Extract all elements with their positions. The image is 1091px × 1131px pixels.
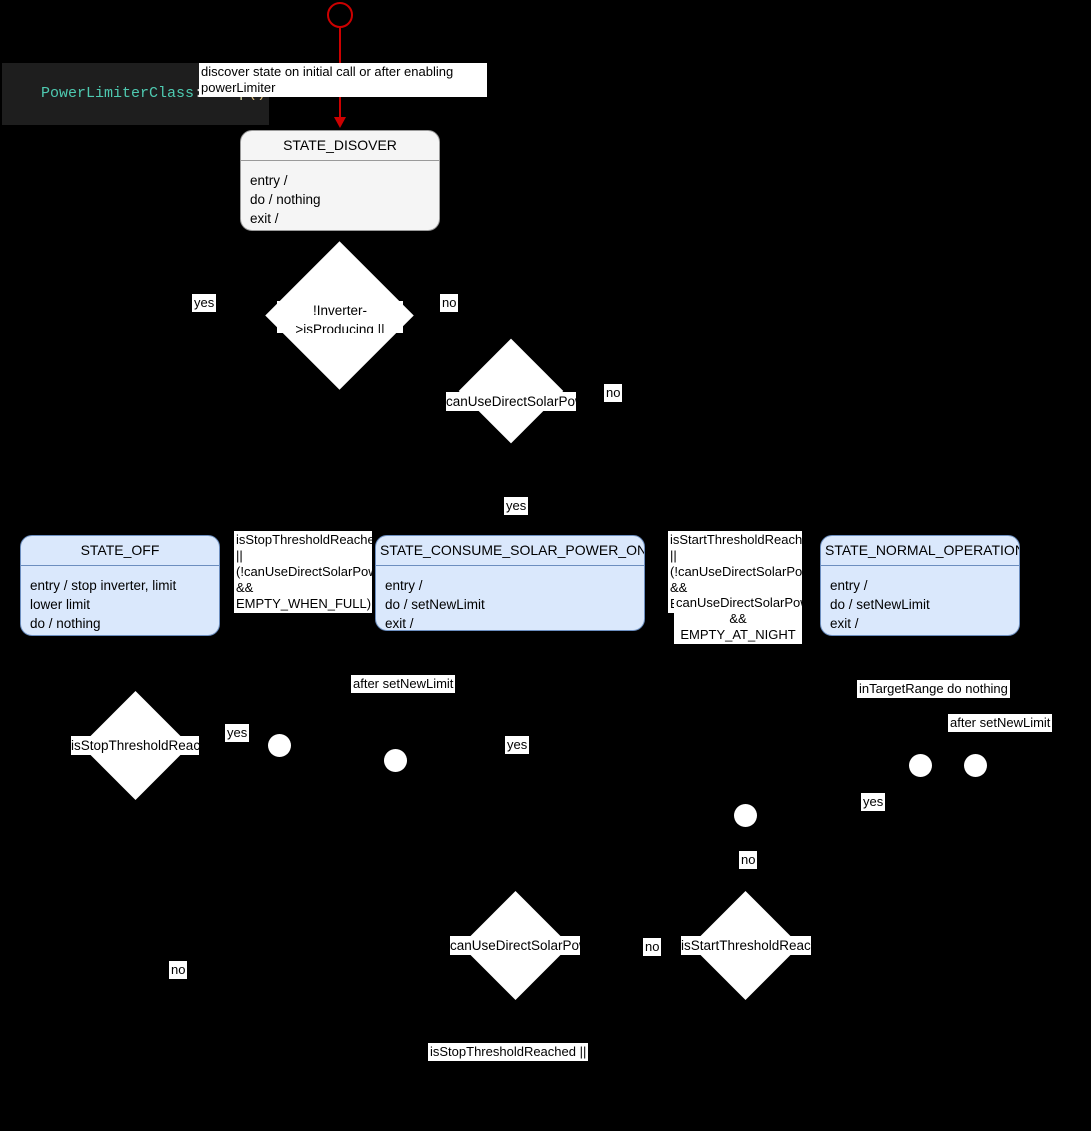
decision-label-4: canUseDirectSolarPower bbox=[450, 936, 580, 955]
edge-label-d5-no-top: no bbox=[739, 851, 758, 869]
start-node bbox=[327, 2, 353, 28]
state-body-state-normal-operation: entry / do / setNewLimit exit / bbox=[830, 578, 930, 631]
state-title-state-disover: STATE_DISOVER bbox=[241, 131, 439, 161]
decision-diamond-2 bbox=[458, 338, 564, 444]
state-title-state-off: STATE_OFF bbox=[21, 536, 219, 566]
edge-label-after-setnewlimit-2: after setNewLimit bbox=[948, 714, 1053, 732]
junction-dot-3 bbox=[734, 804, 757, 827]
edge-label-d3-yes: yes bbox=[225, 724, 250, 742]
junction-dot-2 bbox=[384, 749, 407, 772]
edge-label-state-solar-guard: canUseDirectSolarPower && EMPTY_AT_NIGHT bbox=[674, 594, 822, 644]
state-title-state-consume-solar-power-only: STATE_CONSUME_SOLAR_POWER_ONLY bbox=[376, 536, 644, 566]
state-box-state-normal-operation[interactable]: STATE_NORMAL_OPERATION entry / do / setN… bbox=[820, 535, 1020, 636]
junction-dot-4 bbox=[909, 754, 932, 777]
edge-label-d1-yes: yes bbox=[192, 294, 217, 312]
edge-label-d3-no: no bbox=[169, 961, 188, 979]
state-box-state-disover[interactable]: STATE_DISOVER entry / do / nothing exit … bbox=[240, 130, 440, 231]
code-token-class: PowerLimiterClass bbox=[41, 85, 195, 102]
state-body-state-consume-solar-power-only: entry / do / setNewLimit exit / bbox=[385, 578, 485, 631]
edge-label-bottom-guard: isStopThresholdReached || bbox=[428, 1043, 589, 1061]
edge-label-d1-no: no bbox=[440, 294, 459, 312]
junction-dot-1 bbox=[268, 734, 291, 757]
decision-label-3: isStopThresholdReached bbox=[71, 736, 199, 755]
state-title-state-normal-operation: STATE_NORMAL_OPERATION bbox=[821, 536, 1019, 566]
decision-label-5: isStartThresholdReached bbox=[681, 936, 811, 955]
state-body-state-disover: entry / do / nothing exit / bbox=[250, 173, 321, 226]
edge-label-d2-yes: yes bbox=[504, 497, 529, 515]
edge-label-in-target-range: inTargetRange do nothing bbox=[857, 680, 1010, 698]
edge-label-d5-no-left: no bbox=[643, 938, 662, 956]
state-body-state-off: entry / stop inverter, limit lower limit… bbox=[30, 578, 177, 631]
edge-label-start-transition: discover state on initial call or after … bbox=[199, 63, 487, 97]
decision-label-2: canUseDirectSolarPower bbox=[446, 392, 576, 411]
state-box-state-off[interactable]: STATE_OFF entry / stop inverter, limit l… bbox=[20, 535, 220, 636]
edge-label-state-off-guard: isStopThresholdReached || (!canUseDirect… bbox=[234, 531, 390, 613]
edge-label-after-setnewlimit-1: after setNewLimit bbox=[351, 675, 456, 693]
edge-label-d2-no: no bbox=[604, 384, 623, 402]
edge-label-d4-yes: yes bbox=[505, 736, 530, 754]
start-transition-arrowhead bbox=[334, 117, 346, 128]
edge-label-d5-yes: yes bbox=[861, 793, 886, 811]
decision-label-1: !Inverter->isProducing || isStopThreshol… bbox=[277, 301, 403, 333]
state-box-state-consume-solar-power-only[interactable]: STATE_CONSUME_SOLAR_POWER_ONLY entry / d… bbox=[375, 535, 645, 631]
junction-dot-5 bbox=[964, 754, 987, 777]
